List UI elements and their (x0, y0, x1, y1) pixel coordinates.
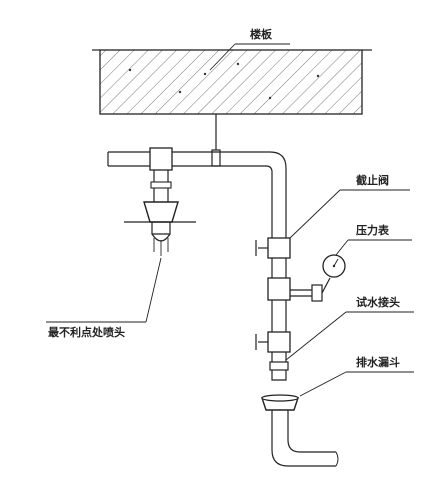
tee-fitting (149, 147, 173, 171)
stop-valve-callout: 截止阀 (289, 173, 410, 239)
sprinkler-leader (145, 257, 162, 323)
test-connector-label: 试水接头 (356, 295, 400, 309)
pressure-gauge-assembly (267, 254, 346, 302)
stop-valve-label: 截止阀 (356, 173, 389, 187)
sprinkler-escutcheon (143, 201, 179, 223)
floor-slab (92, 49, 372, 115)
sprinkler-label: 最不利点处喷头 (48, 325, 125, 339)
floor-slab-label: 楼板 (250, 27, 273, 41)
test-connector-callout: 试水接头 (285, 295, 414, 361)
drain-funnel-callout: 排水漏斗 (299, 355, 414, 397)
stop-valve-lower[interactable] (255, 331, 291, 353)
stop-valve-leader (289, 189, 341, 239)
drain-pipe-elbow (271, 449, 336, 467)
test-connector-leader (285, 311, 347, 361)
floor-slab-callout: 楼板 (209, 27, 290, 71)
pressure-gauge-label: 压力表 (356, 223, 390, 237)
pressure-gauge-leader (335, 239, 349, 256)
sprinkler-deflector (151, 233, 171, 242)
floor-slab-body (99, 49, 363, 115)
sprinkler-callout: 最不利点处喷头 (46, 257, 162, 339)
drain-funnel (261, 394, 339, 467)
pressure-gauge-callout: 压力表 (335, 223, 412, 256)
drain-funnel-leader (299, 371, 347, 397)
test-connector (269, 361, 289, 381)
drain-funnel-label: 排水漏斗 (356, 355, 400, 369)
stop-valve-upper[interactable] (255, 237, 291, 259)
floor-slab-leader (209, 43, 236, 71)
sprinkler-drop (124, 170, 196, 256)
horizontal-pipe (107, 151, 287, 173)
